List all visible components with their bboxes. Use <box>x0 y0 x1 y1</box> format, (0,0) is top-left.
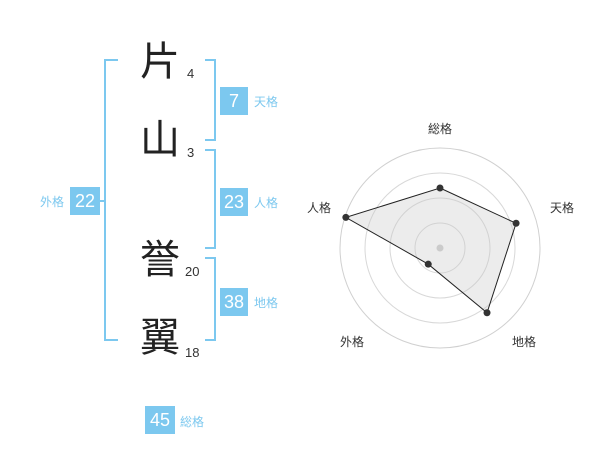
radar-polygon <box>344 187 517 314</box>
name-char-1: 片 <box>140 39 180 85</box>
radar-point-0 <box>436 184 444 192</box>
tenkaku-badge: 7 <box>220 87 248 115</box>
radar-points <box>342 184 520 317</box>
radar-label-tenkaku: 天格 <box>549 201 574 215</box>
name-char-3: 誉 <box>140 237 180 283</box>
radar-center-dot <box>436 244 444 252</box>
soukaku-badge: 45 <box>145 406 175 434</box>
name-char-2: 山 <box>140 117 180 163</box>
radar-point-4 <box>342 213 350 221</box>
gaikaku-badge: 22 <box>70 187 100 215</box>
tenkaku-bracket <box>205 59 216 141</box>
radar-ring <box>389 197 491 299</box>
stroke-count-4: 18 <box>185 345 200 360</box>
radar-label-jinkaku: 人格 <box>306 201 331 215</box>
tenkaku-label: 天格 <box>254 95 279 109</box>
radar-point-3 <box>424 260 432 268</box>
gaikaku-label: 外格 <box>40 195 65 209</box>
radar-point-2 <box>483 309 491 317</box>
stroke-count-3: 20 <box>185 264 200 279</box>
radar-rings <box>339 147 541 349</box>
jinkaku-badge: 23 <box>220 188 248 216</box>
chikaku-bracket <box>205 257 216 341</box>
radar-label-gaikaku: 外格 <box>339 335 364 349</box>
radar-ring <box>364 172 516 324</box>
radar-shape <box>344 187 517 314</box>
soukaku-label: 総格 <box>180 415 205 429</box>
stroke-count-1: 4 <box>187 66 195 81</box>
stroke-count-2: 3 <box>187 145 195 160</box>
radar-ring <box>414 222 466 274</box>
radar-label-chikaku: 地格 <box>511 335 536 349</box>
radar-label-soukaku: 総格 <box>427 122 452 136</box>
chikaku-badge: 38 <box>220 288 248 316</box>
jinkaku-bracket <box>205 149 216 249</box>
jinkaku-label: 人格 <box>254 196 279 210</box>
chikaku-label: 地格 <box>254 296 279 310</box>
radar-point-1 <box>512 219 520 227</box>
name-char-4: 翼 <box>140 315 180 361</box>
